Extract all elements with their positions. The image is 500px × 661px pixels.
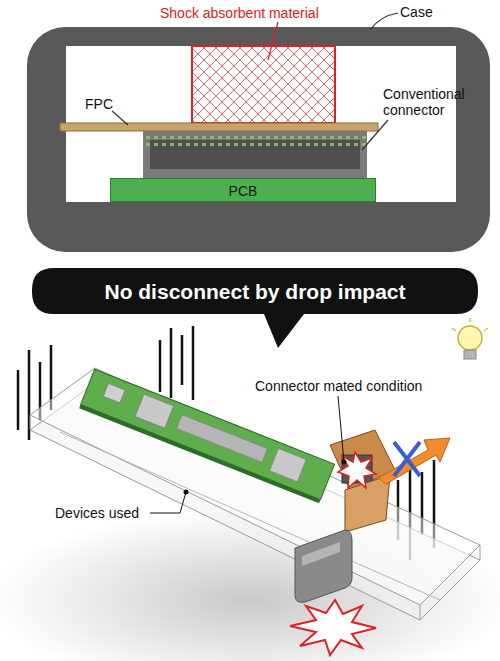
node-label: PCB <box>229 183 258 199</box>
motion-line <box>159 340 162 392</box>
part-label: Connector mated condition <box>255 378 455 394</box>
motion-line <box>181 335 184 385</box>
motion-line <box>28 350 31 440</box>
part-label: Shock absorbent material <box>160 5 350 21</box>
disconnect-arrow <box>378 438 450 484</box>
part-label: FPC <box>85 96 135 112</box>
device-edge <box>480 545 481 560</box>
bulb-glass <box>458 326 482 350</box>
connector-pins <box>143 131 367 178</box>
speech-bubble: No disconnect by drop impact <box>32 268 478 352</box>
connector-body <box>143 131 367 178</box>
battery <box>295 530 352 602</box>
bulb-ray <box>469 318 471 322</box>
leader-line <box>150 492 186 513</box>
device-edge <box>30 415 31 430</box>
part-label: Devices used <box>55 505 165 521</box>
motion-line <box>17 370 20 430</box>
chip <box>270 448 307 481</box>
leader-line <box>370 13 398 30</box>
leader-line <box>112 111 128 125</box>
cross-mark <box>394 442 420 476</box>
part-label: Conventional connector <box>383 86 478 118</box>
leader-line <box>362 120 388 150</box>
leader-dot <box>342 460 347 465</box>
motion-line <box>170 328 173 398</box>
device-shell <box>30 368 480 605</box>
chip <box>103 383 125 403</box>
fpc-strip <box>60 123 378 131</box>
cross-mark <box>394 442 420 476</box>
chip <box>135 394 174 428</box>
chip <box>177 415 268 463</box>
leader-line <box>268 22 278 60</box>
motion-line <box>192 326 195 400</box>
bubble-text: No disconnect by drop impact <box>104 280 405 303</box>
bulb-base <box>464 350 476 359</box>
leader-line <box>338 396 344 462</box>
part-label: Case <box>400 4 460 20</box>
device-edge <box>420 605 421 620</box>
battery-highlight <box>302 542 340 566</box>
impact-burst <box>290 600 376 655</box>
text-holder: PCB <box>111 179 375 203</box>
bulb-ray <box>452 328 456 331</box>
light-bulb <box>452 318 488 359</box>
shock-absorber <box>192 46 335 123</box>
bubble-shape <box>32 268 478 348</box>
leader-dot <box>184 490 189 495</box>
bulb-ray <box>484 328 488 331</box>
case-shell <box>27 27 490 252</box>
pcb-board: PCB <box>110 178 376 202</box>
text-holder: No disconnect by drop impact <box>32 268 478 314</box>
